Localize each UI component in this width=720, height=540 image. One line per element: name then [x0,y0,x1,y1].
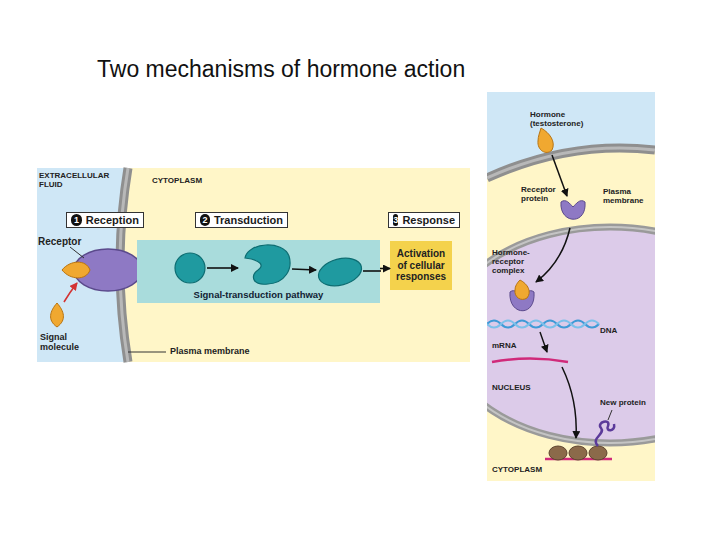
hormone-shape [538,128,553,152]
receptor-shape [74,249,142,291]
band-label: Signal-transduction pathway [194,289,324,300]
mrna-strand [492,359,568,363]
leader-line [128,352,166,353]
transport-arrow [536,228,570,282]
part-label: Plasma membrane [603,188,653,206]
translation-arrow [562,367,576,438]
part-label: EXTRACELLULAR FLUID [39,172,121,190]
diagram-title: Two mechanisms of hormone action [97,56,465,83]
part-label: mRNA [492,342,532,351]
receptor-protein-shape [561,201,585,220]
part-label: Hormone (testosterone) [530,111,605,129]
step-box: 1 Reception [66,212,144,228]
nucleus-shape [487,227,655,443]
new-protein-shape [596,422,615,446]
callout-number: 3 [393,214,398,226]
step-label: Response [402,215,455,226]
step-label: Transduction [214,215,283,226]
mrna-strand [545,458,612,461]
part-label: DNA [600,327,640,336]
part-label: Plasma membrane [170,347,280,357]
response-box: Activation of cellular responses [390,241,452,290]
plasma-membrane-inner [487,148,655,178]
ribosome [589,446,607,460]
ribosome [549,446,567,460]
leader-line [608,410,612,420]
dna-strand [487,321,599,328]
part-label: NUCLEUS [492,384,552,393]
part-label: Signal molecule [40,333,88,353]
cytoplasm-region [37,168,470,362]
part-label: Receptor [38,236,98,247]
plasma-membrane-inner [120,168,128,362]
part-label: CYTOPLASM [492,466,552,475]
complex-receptor-shape [510,291,534,311]
transcription-arrow [540,332,547,352]
part-label: CYTOPLASM [152,177,232,186]
extracellular-region [487,92,655,178]
extracellular-region [37,168,128,362]
binding-arrow [64,283,77,302]
callout-number: 2 [200,214,210,226]
step-box: 3 Response [388,212,460,228]
flow-arrow [380,268,390,270]
callout-number: 1 [71,214,82,226]
part-label: Receptor protein [521,186,566,204]
plasma-membrane [487,148,655,178]
signal-molecule-shape [51,303,64,327]
box-label: Activation of cellular responses [392,248,450,283]
leader-line [70,247,84,258]
dna-strand [487,321,599,328]
step-box: 2 Transduction [195,212,288,228]
step-label: Reception [86,215,139,226]
part-label: Hormone-receptor complex [492,249,540,275]
complex-hormone-shape [515,280,529,299]
pathway-band: Signal-transduction pathway [137,240,380,303]
cytoplasm-region [487,92,655,481]
plasma-membrane [120,168,128,362]
ribosome [569,446,587,460]
part-label: New protein [600,399,654,408]
nuclear-envelope [487,227,655,443]
bound-signal-molecule [62,262,90,278]
